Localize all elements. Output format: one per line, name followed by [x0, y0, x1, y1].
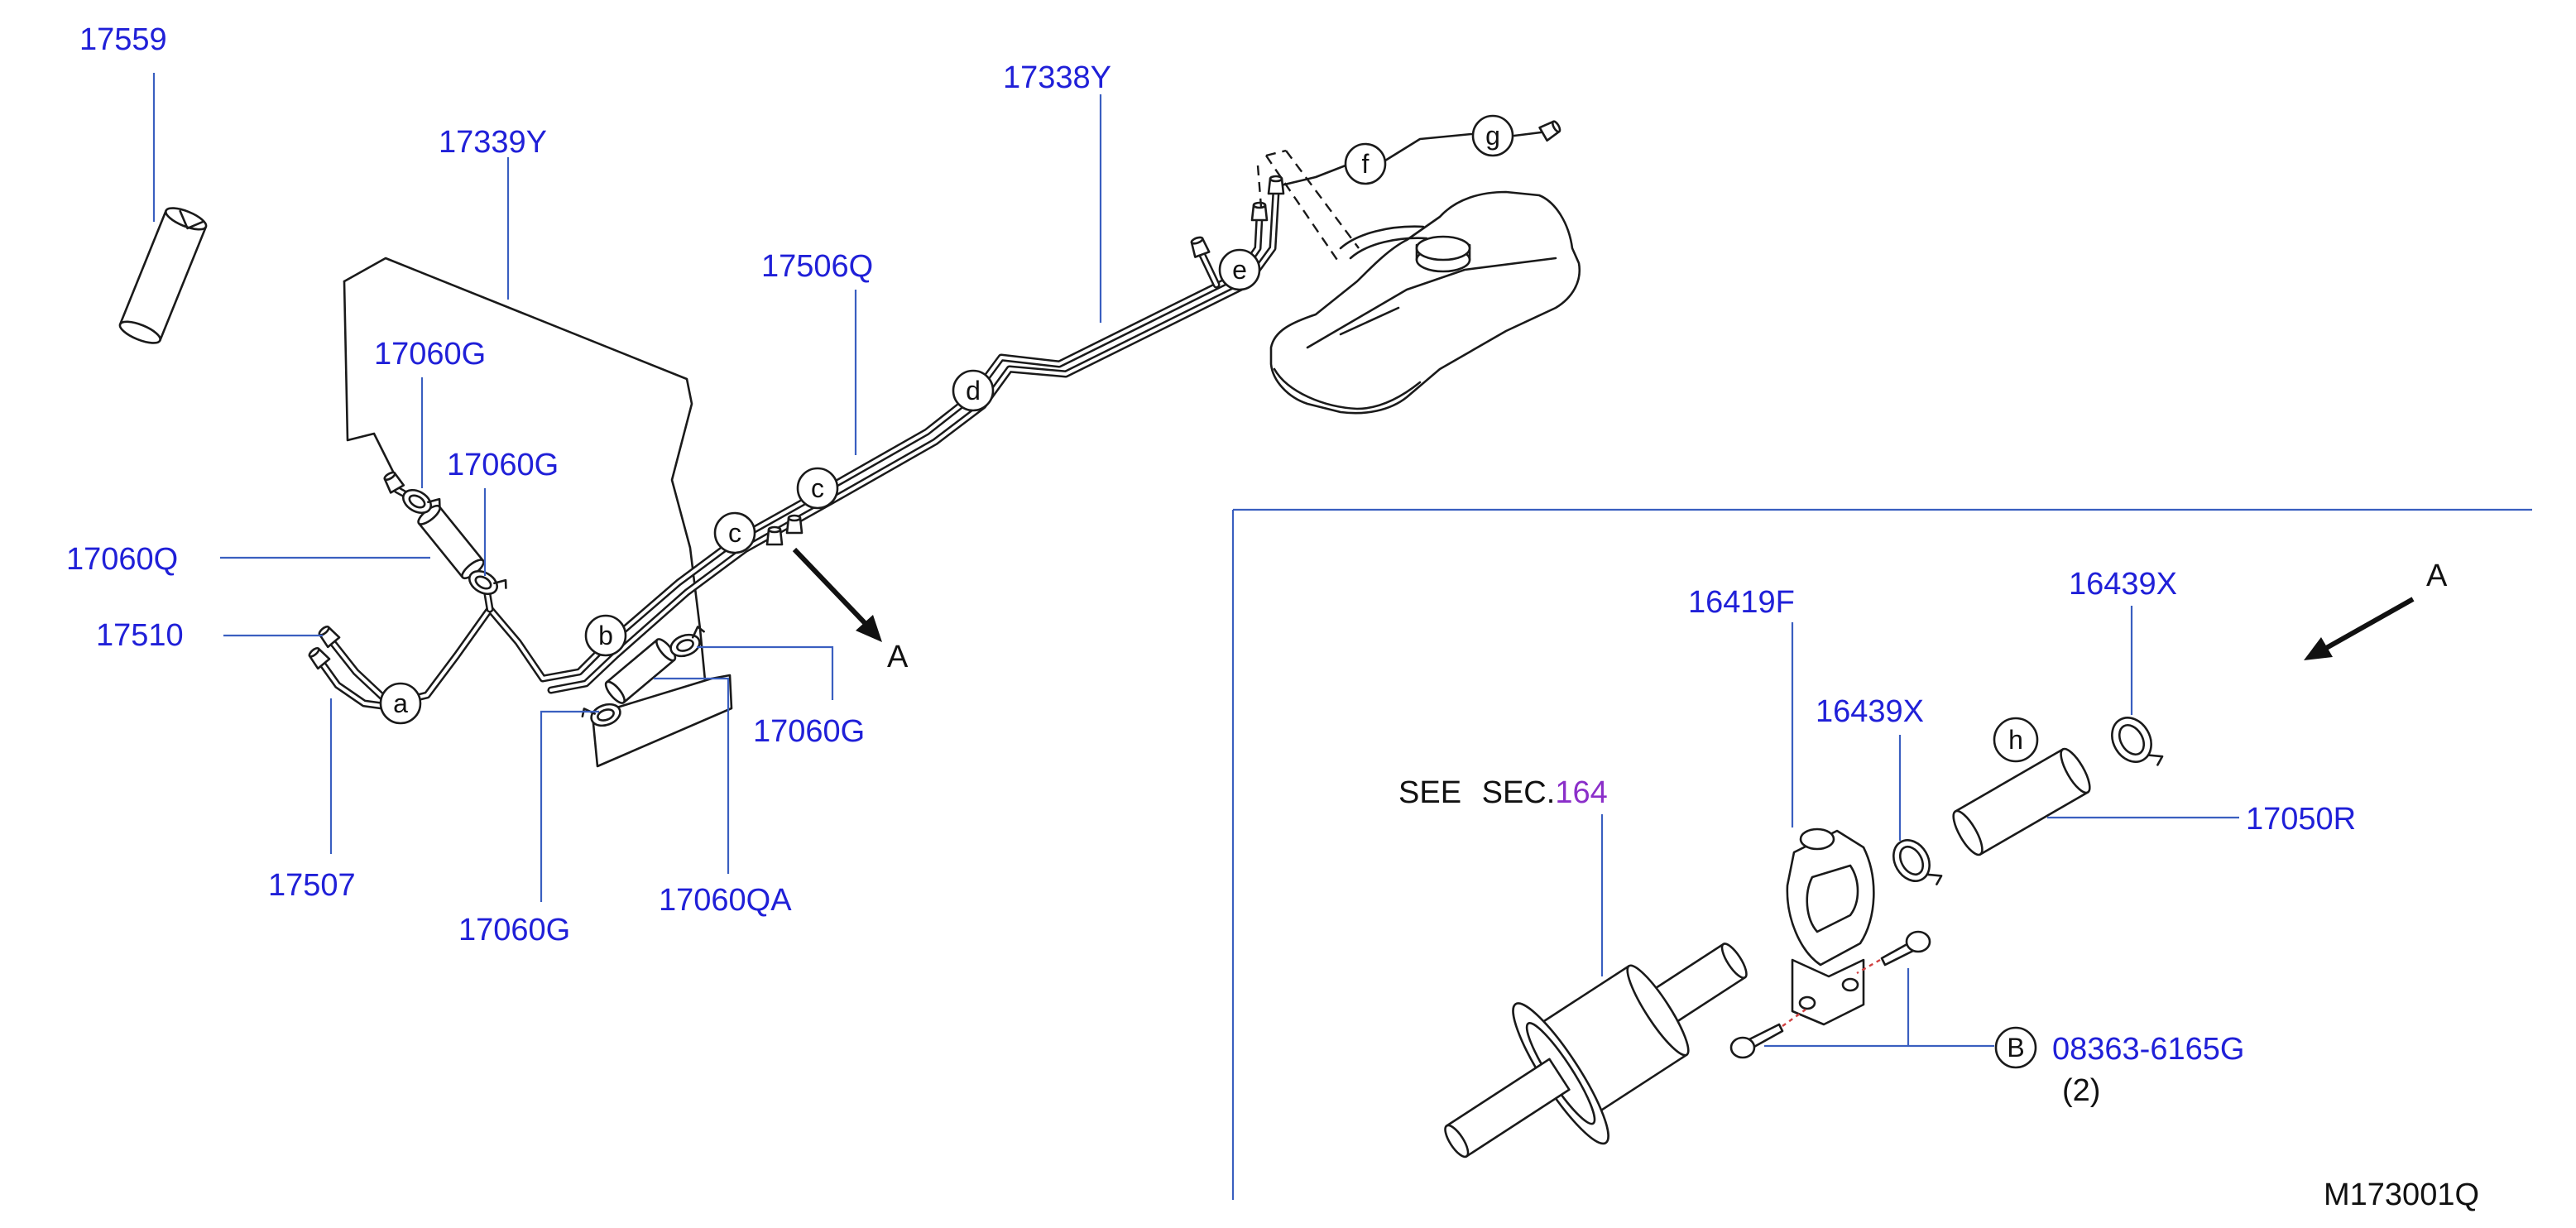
sec-text: SEC.: [1482, 775, 1556, 810]
callout-c-2: c: [796, 467, 839, 510]
fuel-tank: [1269, 190, 1581, 415]
label-17338Y: 17338Y: [1003, 60, 1111, 95]
leader-line-17060G-3: [540, 710, 599, 902]
floor-panel-outline: [343, 257, 707, 682]
clamp-16439X-top: [2111, 717, 2164, 766]
pipe-breather: [1279, 131, 1542, 187]
svg-text:f: f: [1362, 149, 1370, 179]
bolt-right: [1880, 930, 1931, 967]
callout-a: a: [379, 682, 422, 725]
see-text: SEE: [1398, 775, 1461, 810]
hose-17050R: [1952, 747, 2091, 856]
svg-text:B: B: [2007, 1033, 2024, 1063]
svg-text:h: h: [2008, 725, 2023, 755]
callout-d: d: [952, 369, 995, 412]
clamp-17060G-lower: [468, 569, 507, 596]
connector-e-2: [1250, 201, 1269, 222]
connector-17510: [318, 625, 341, 649]
connector-g: [1538, 120, 1561, 142]
figure-id: M173001Q: [2324, 1178, 2479, 1212]
view-arrow-a-right: [2304, 597, 2415, 660]
label-17507: 17507: [268, 868, 356, 903]
canister: [1444, 943, 1748, 1158]
label-17050R: 17050R: [2246, 802, 2356, 837]
label-bolt-quantity: (2): [2062, 1073, 2100, 1108]
callout-e: e: [1218, 248, 1261, 291]
bracket-16419F: [1786, 827, 1875, 1026]
bolt-left: [1729, 1023, 1784, 1059]
view-marker-a-left: A: [887, 640, 909, 674]
label-bolt-part-number: 08363-6165G: [2052, 1032, 2244, 1067]
svg-text:c: c: [811, 473, 824, 503]
label-16439X-top: 16439X: [2069, 567, 2177, 602]
label-17510: 17510: [96, 618, 184, 653]
label-17060G-2: 17060G: [447, 448, 559, 482]
label-16439X-mid: 16439X: [1816, 694, 1924, 729]
connector-17507: [308, 646, 331, 670]
pipe-lower-left: [317, 486, 610, 712]
view-marker-a-right: A: [2426, 559, 2448, 593]
hose-17060QA: [604, 638, 677, 704]
shield-plate: [591, 674, 733, 768]
connector-e-1: [1190, 236, 1211, 258]
callout-g: g: [1471, 114, 1514, 157]
dashed-connection: [1256, 149, 1360, 266]
label-17060Q: 17060Q: [66, 542, 178, 577]
callout-c-1: c: [713, 511, 756, 554]
right-section-view-a: A: [1231, 508, 2532, 1200]
svg-text:a: a: [393, 688, 408, 718]
left-section: A a b c c d e f: [66, 22, 1581, 947]
label-17506Q: 17506Q: [761, 249, 873, 284]
clamp-17060G-upper: [401, 488, 441, 515]
clamp-17060G-right: [669, 626, 705, 658]
callout-bolt-B: B: [1994, 1026, 2037, 1069]
label-17339Y: 17339Y: [439, 125, 547, 160]
hose-17559: [118, 207, 208, 344]
connector-c-1: [765, 525, 784, 546]
label-16419F: 16419F: [1688, 585, 1795, 620]
label-17559: 17559: [79, 22, 167, 57]
leader-line-17060G-4: [697, 645, 834, 700]
svg-text:g: g: [1485, 121, 1500, 151]
callout-b: b: [584, 614, 627, 657]
label-17060G-3: 17060G: [458, 913, 570, 947]
hose-17060Q: [417, 504, 485, 580]
svg-text:b: b: [598, 621, 613, 650]
connector-upper: [383, 471, 405, 494]
clamp-16439X-mid: [1892, 839, 1943, 885]
label-17060G-4: 17060G: [753, 714, 865, 749]
sec-number: 164: [1555, 775, 1607, 810]
svg-text:d: d: [966, 376, 981, 405]
callout-f: f: [1344, 142, 1387, 185]
connector-c-2: [785, 514, 804, 535]
floor-panel-edge: [343, 280, 396, 475]
svg-text:e: e: [1232, 255, 1247, 285]
svg-text:c: c: [728, 518, 741, 548]
label-17060G-1: 17060G: [374, 337, 486, 372]
callout-h: h: [1993, 717, 2039, 763]
label-17060QA: 17060QA: [659, 883, 792, 918]
view-arrow-a-left: [792, 547, 882, 642]
connector-e-3: [1267, 175, 1285, 195]
see-section-reference: SEE SEC.164: [1398, 775, 1608, 810]
leader-line-17060QA: [654, 677, 730, 874]
